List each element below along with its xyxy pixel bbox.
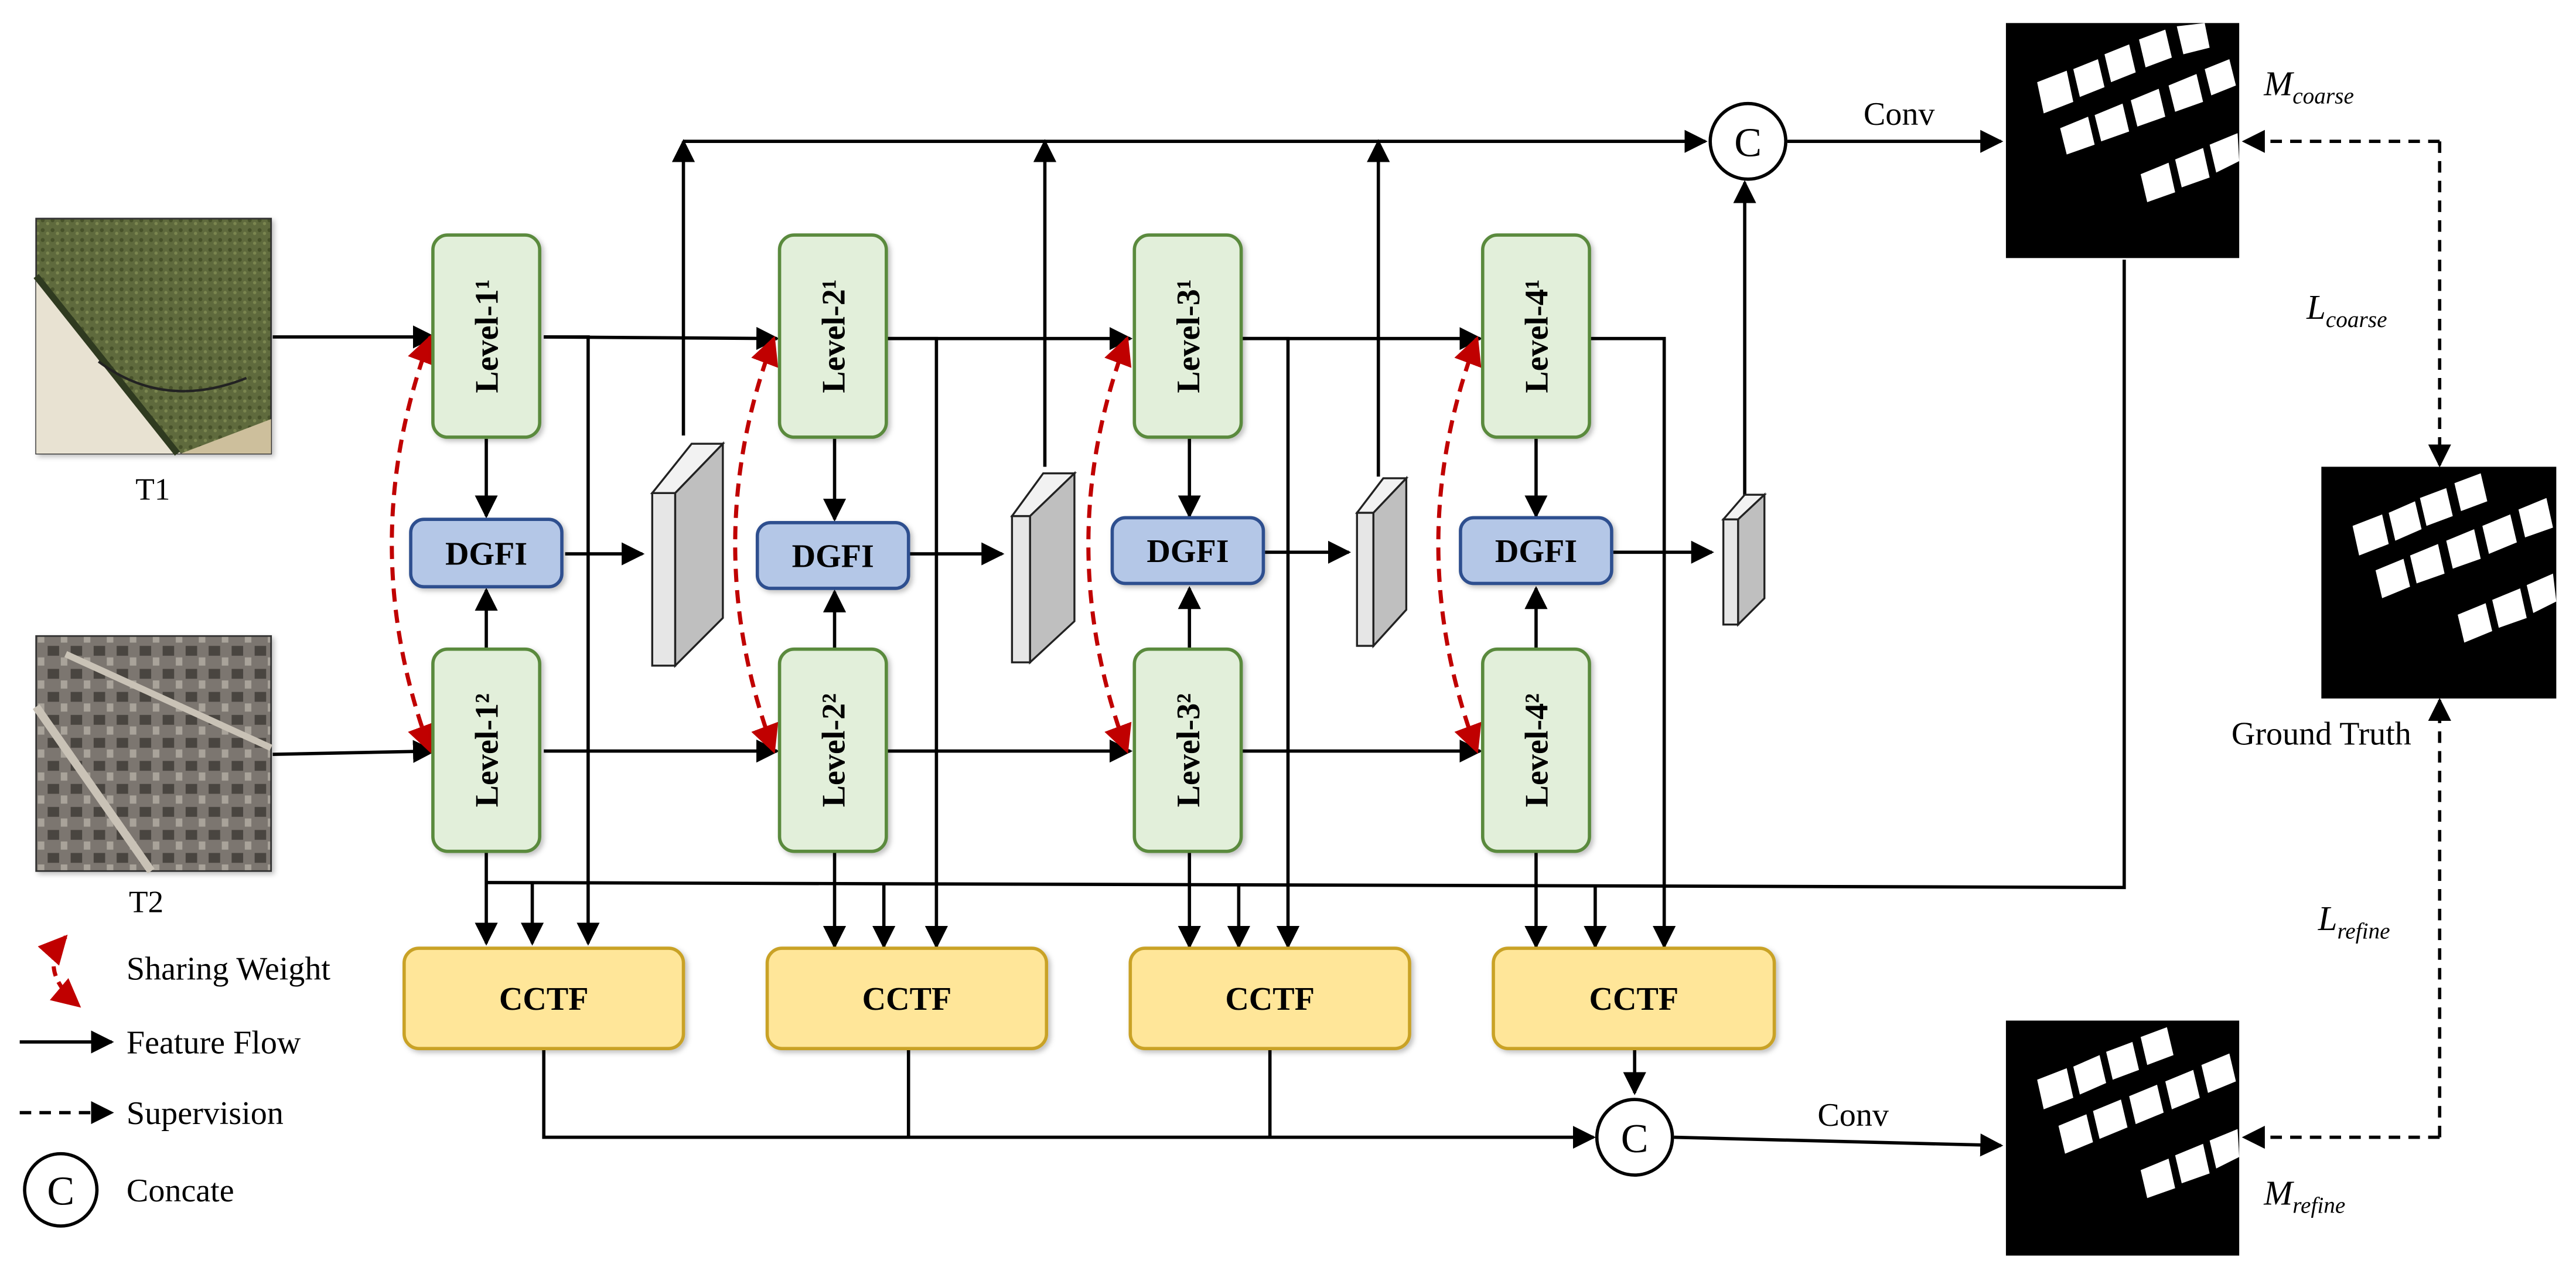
dgfi-label: DGFI xyxy=(792,539,874,575)
l-coarse-label: Lcoarse xyxy=(2306,288,2387,332)
level-label: Level-3¹ xyxy=(1171,279,1207,393)
level-label: Level-3² xyxy=(1171,693,1207,807)
conv-label-bottom: Conv xyxy=(1817,1097,1889,1133)
legend-concat-symbol: C xyxy=(47,1169,74,1214)
concat-circle-top: C xyxy=(1708,101,1787,181)
conv-label-top: Conv xyxy=(1864,96,1935,132)
legend-concate-label: Concate xyxy=(127,1173,234,1209)
ground-truth-mask-image xyxy=(2321,466,2557,699)
l-refine-label: Lrefine xyxy=(2318,900,2390,944)
l-coarse-base: L xyxy=(2306,288,2326,326)
feature-block-1 xyxy=(650,441,725,668)
level-label: Level-1¹ xyxy=(469,279,506,393)
dgfi-label: DGFI xyxy=(445,536,527,572)
level-label: Level-2² xyxy=(816,693,852,807)
level-label: Level-4¹ xyxy=(1519,279,1555,393)
dgfi-module-1: DGFI xyxy=(409,517,564,588)
concat-symbol-bottom: C xyxy=(1621,1116,1649,1162)
feature-block-4 xyxy=(1721,492,1767,627)
t2-label: T2 xyxy=(129,884,163,919)
m-coarse-sub: coarse xyxy=(2292,84,2354,109)
level-box-t1-2: Level-2¹ xyxy=(777,233,888,439)
legend-supervision: Supervision xyxy=(19,1095,284,1132)
level-box-t2-2: Level-2² xyxy=(777,647,888,853)
level-label: Level-2¹ xyxy=(816,279,852,393)
legend-concate: C Concate xyxy=(23,1152,234,1228)
m-refine-base: M xyxy=(2263,1174,2294,1213)
concat-icon xyxy=(23,1152,99,1228)
legend-sharing-weight-label: Sharing Weight xyxy=(127,951,330,987)
sharing-weight-icon xyxy=(37,934,81,1008)
level-box-t2-1: Level-1² xyxy=(431,647,541,853)
dgfi-label: DGFI xyxy=(1147,533,1229,570)
t1-image xyxy=(33,217,272,456)
dgfi-module-2: DGFI xyxy=(755,520,910,590)
concat-symbol-top: C xyxy=(1734,120,1762,165)
cctf-module-1: CCTF xyxy=(402,946,685,1050)
level-box-t1-1: Level-1¹ xyxy=(431,233,541,439)
level-box-t1-3: Level-3¹ xyxy=(1132,233,1243,439)
cctf-module-2: CCTF xyxy=(765,946,1049,1050)
legend-sharing-weight: Sharing Weight xyxy=(37,934,330,1008)
feature-block-3 xyxy=(1354,475,1409,649)
legend: Sharing Weight Feature Flow Supervision … xyxy=(19,934,330,1228)
m-refine-sub: refine xyxy=(2292,1193,2345,1218)
t2-image xyxy=(32,635,273,874)
m-coarse-base: M xyxy=(2263,65,2294,103)
supervision-lines xyxy=(2241,130,2451,1149)
dgfi-label: DGFI xyxy=(1495,533,1577,570)
cctf-module-4: CCTF xyxy=(1492,946,1776,1050)
feature-flow-lines xyxy=(272,130,2126,1157)
cctf-module-3: CCTF xyxy=(1128,946,1411,1050)
legend-feature-flow-label: Feature Flow xyxy=(127,1025,301,1061)
level-label: Level-1² xyxy=(469,693,506,807)
legend-supervision-label: Supervision xyxy=(127,1095,284,1132)
dgfi-module-4: DGFI xyxy=(1459,516,1613,585)
level-box-t2-3: Level-3² xyxy=(1132,647,1243,853)
legend-feature-flow: Feature Flow xyxy=(19,1025,301,1061)
feature-block-2 xyxy=(1010,471,1077,665)
ground-truth-label: Ground Truth xyxy=(2232,716,2411,752)
cctf-label: CCTF xyxy=(862,981,952,1017)
l-coarse-sub: coarse xyxy=(2326,307,2387,332)
level-box-t1-4: Level-4¹ xyxy=(1480,233,1591,439)
refine-mask-image xyxy=(2005,1020,2240,1256)
l-refine-sub: refine xyxy=(2337,918,2390,944)
dgfi-module-3: DGFI xyxy=(1110,516,1265,585)
concat-circle-bottom: C xyxy=(1595,1098,1674,1177)
m-refine-label: Mrefine xyxy=(2263,1174,2345,1218)
coarse-mask-image xyxy=(2005,23,2240,258)
cctf-label: CCTF xyxy=(499,981,589,1017)
m-coarse-label: Mcoarse xyxy=(2263,65,2354,109)
level-box-t2-4: Level-4² xyxy=(1480,647,1591,853)
l-refine-base: L xyxy=(2318,900,2338,938)
level-label: Level-4² xyxy=(1519,693,1555,807)
cctf-label: CCTF xyxy=(1225,981,1315,1017)
t1-label: T1 xyxy=(135,472,170,507)
cctf-label: CCTF xyxy=(1589,981,1678,1017)
